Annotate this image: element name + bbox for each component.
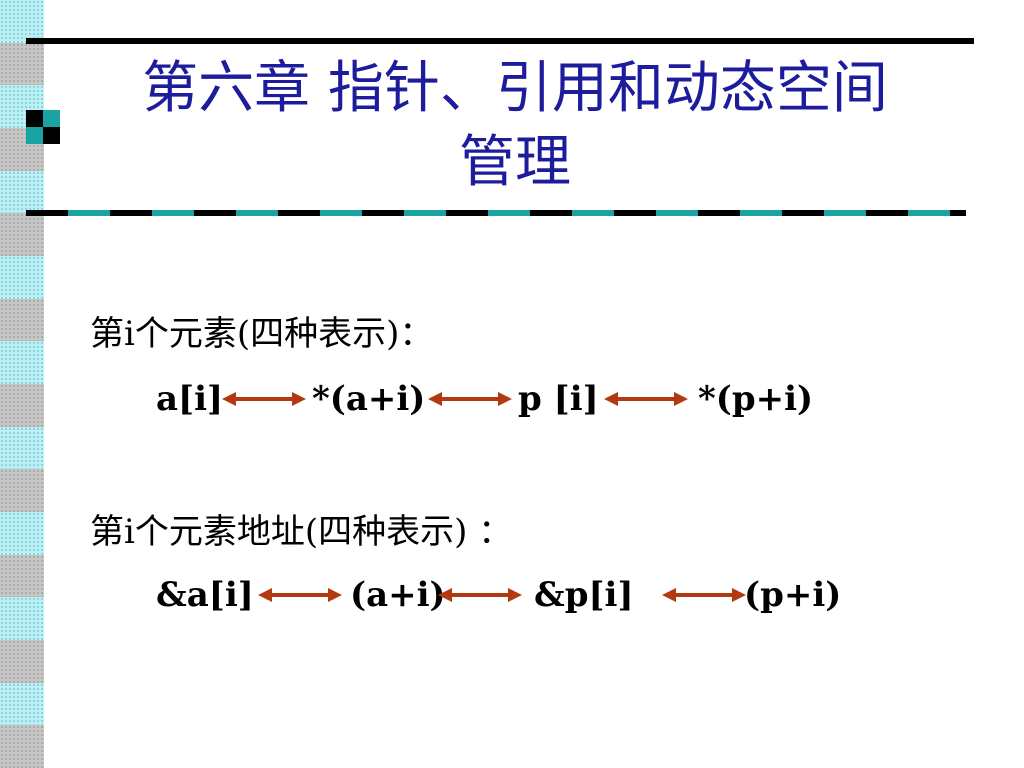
expression: (a+i) <box>350 575 446 615</box>
expression: *(a+i) <box>312 379 426 419</box>
slide-title: 第六章 指针、引用和动态空间 管理 <box>80 52 950 200</box>
expression-row-element: a[i] *(a+i) p [i] *(p+i) <box>0 376 1024 422</box>
strip-block <box>0 426 44 470</box>
strip-block <box>0 640 44 683</box>
strip-block <box>0 341 44 385</box>
strip-block <box>0 554 44 598</box>
side-decoration-strip <box>0 0 44 768</box>
double-arrow-icon <box>604 392 688 406</box>
strip-block <box>0 597 44 641</box>
double-arrow-icon <box>258 588 342 602</box>
strip-block <box>0 512 44 555</box>
expression: &a[i] <box>156 575 254 615</box>
strip-block <box>0 213 44 257</box>
expression: &p[i] <box>534 575 634 615</box>
top-rule <box>26 38 974 44</box>
expression: (p+i) <box>744 575 842 615</box>
title-divider <box>26 210 966 216</box>
strip-block <box>0 256 44 299</box>
title-bullet-marker <box>26 110 60 144</box>
strip-block <box>0 170 44 214</box>
strip-block <box>0 0 44 43</box>
section-heading-element: 第i个元素(四种表示)： <box>90 314 434 354</box>
strip-block <box>0 384 44 427</box>
title-line-2: 管理 <box>459 130 571 195</box>
title-line-1: 第六章 指针、引用和动态空间 <box>142 56 888 121</box>
strip-block <box>0 725 44 768</box>
strip-block <box>0 682 44 726</box>
expression: *(p+i) <box>698 379 814 419</box>
expression: p [i] <box>518 379 599 419</box>
strip-block <box>0 42 44 86</box>
double-arrow-icon <box>428 392 512 406</box>
strip-block <box>0 469 44 513</box>
expression-row-address: &a[i] (a+i) &p[i] (p+i) <box>0 572 1024 618</box>
double-arrow-icon <box>222 392 306 406</box>
double-arrow-icon <box>662 588 746 602</box>
double-arrow-icon <box>438 588 522 602</box>
expression: a[i] <box>156 379 224 419</box>
section-heading-address: 第i个元素地址(四种表示) ： <box>90 512 513 552</box>
strip-block <box>0 298 44 342</box>
